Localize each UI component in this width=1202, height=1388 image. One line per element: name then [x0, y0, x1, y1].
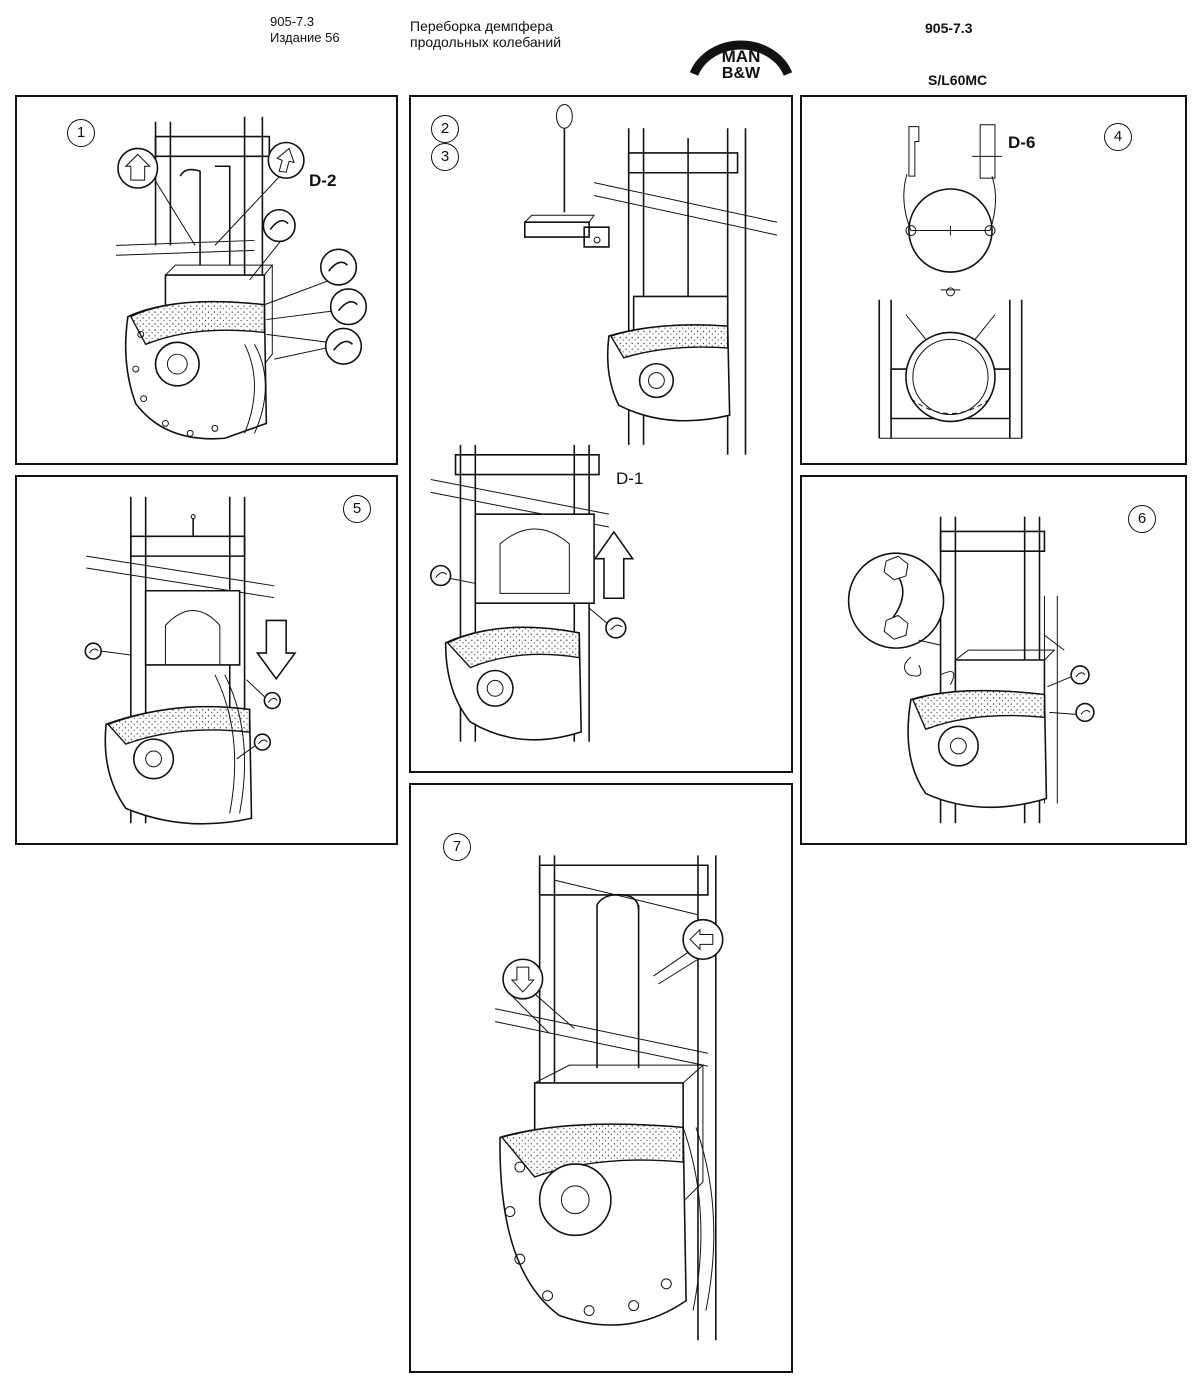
- panel-step-5: 5: [15, 475, 398, 845]
- locking-wire-illustration: [847, 516, 1095, 824]
- panel-step-1: 1 D-2: [15, 95, 398, 465]
- edition-label: Издание 56: [270, 30, 340, 45]
- doc-code-left: 905-7.3 Издание 56: [270, 14, 340, 46]
- title-line-1: Переборка демпфера: [410, 18, 554, 34]
- doc-title: Переборка демпфера продольных колебаний: [410, 18, 561, 50]
- panel-step-2-3: 2 3 D-1: [409, 95, 793, 773]
- damper-lowering-illustration: [84, 496, 297, 825]
- rotate-icon: [1049, 702, 1095, 723]
- step-number-badge: 6: [1128, 505, 1156, 533]
- panel-step-7: 7: [409, 783, 793, 1373]
- step-number-badge: 4: [1104, 123, 1132, 151]
- step-number-badge: 5: [343, 495, 371, 523]
- step-number-badge: 7: [443, 833, 471, 861]
- rotate-icon: [246, 679, 281, 710]
- arrow-up-icon: [593, 530, 635, 600]
- arrow-down-icon: [502, 958, 575, 1034]
- panel-step-6: 6: [800, 475, 1187, 845]
- rotate-icon: [588, 607, 627, 639]
- arrow-down-icon: [255, 619, 297, 681]
- rotate-icon: [262, 208, 296, 243]
- tool-label: D-2: [309, 171, 337, 190]
- damper-reinstallation-illustration: [495, 855, 724, 1341]
- doc-code-right: 905-7.3: [925, 20, 973, 36]
- step-number-badge: 2: [431, 115, 459, 143]
- logo-text-bottom: B&W: [722, 65, 761, 82]
- lifting-eye-bolt-illustration: [878, 124, 1023, 439]
- rotate-icon: [430, 564, 476, 587]
- damper-removal-illustration: [115, 116, 368, 440]
- rotate-icon: [329, 288, 368, 326]
- rotate-icon: [324, 327, 363, 365]
- title-line-2: продольных колебаний: [410, 34, 562, 50]
- arrow-left-icon: [653, 918, 724, 985]
- logo-text-top: MAN: [722, 47, 761, 66]
- tool-label: D-6: [1008, 133, 1036, 152]
- tool-label: D-1: [616, 469, 644, 488]
- lifting-tool-illustration: [430, 103, 778, 742]
- rotate-icon: [84, 642, 131, 660]
- arrow-up-icon: [267, 141, 305, 179]
- step-number-badge: 1: [67, 119, 95, 147]
- engine-model: S/L60MC: [928, 72, 988, 88]
- man-bw-logo: MAN B&W: [689, 40, 793, 82]
- arrow-up-icon: [117, 147, 159, 189]
- panel-step-4: 4 D-6: [800, 95, 1187, 465]
- doc-code: 905-7.3: [270, 14, 315, 29]
- rotate-icon: [319, 248, 358, 286]
- rotate-icon: [1047, 665, 1090, 688]
- step-number-badge: 3: [431, 143, 459, 171]
- rotate-icon: [236, 733, 272, 760]
